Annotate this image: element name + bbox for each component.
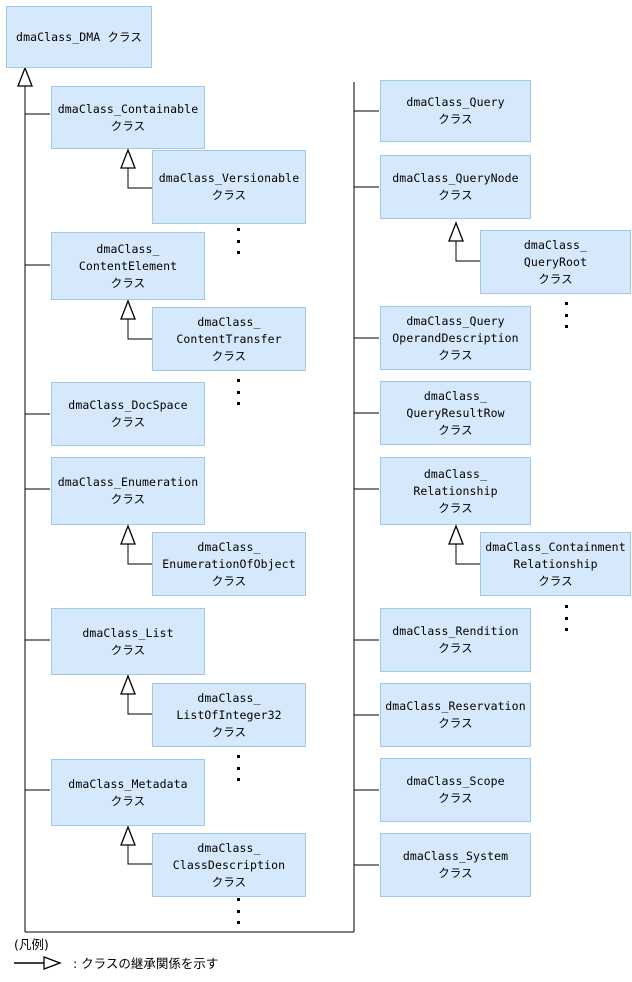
vertical-ellipsis-icon — [236, 898, 241, 924]
generalization-arrow-root — [17, 66, 33, 87]
generalization-arrow-relationship — [448, 524, 464, 545]
conn-enumerationofobject — [127, 525, 152, 565]
class-box-dmaClass_Enumeration[interactable]: dmaClass_Enumeration クラス — [51, 457, 205, 525]
class-box-dmaClass_QueryNode[interactable]: dmaClass_QueryNode クラス — [380, 155, 531, 219]
class-box-dmaClass_ClassDescription[interactable]: dmaClass_ ClassDescription クラス — [152, 833, 306, 897]
legend-title: (凡例) — [14, 937, 49, 952]
class-box-dmaClass_QueryRoot[interactable]: dmaClass_ QueryRoot クラス — [480, 230, 631, 294]
generalization-arrow-icon — [14, 955, 62, 970]
conn-containmentrelationship — [455, 525, 480, 565]
legend-row: : クラスの継承関係を示す — [14, 953, 218, 972]
class-box-dmaClass_Rendition[interactable]: dmaClass_Rendition クラス — [380, 608, 531, 672]
class-box-dmaClass_EnumerationOfObject[interactable]: dmaClass_ EnumerationOfObject クラス — [152, 532, 306, 596]
conn-contenttransfer — [127, 300, 152, 340]
class-box-dmaClass_ContentTransfer[interactable]: dmaClass_ ContentTransfer クラス — [152, 307, 306, 371]
class-box-dmaClass_List[interactable]: dmaClass_List クラス — [51, 608, 205, 675]
class-box-dmaClass_Relationship[interactable]: dmaClass_ Relationship クラス — [380, 457, 531, 525]
class-box-dmaClass_Scope[interactable]: dmaClass_Scope クラス — [380, 758, 531, 822]
conn-classdescription — [127, 826, 152, 865]
generalization-arrow-metadata — [120, 825, 136, 846]
conn-listofinteger32 — [127, 675, 152, 715]
conn-versionable — [127, 149, 152, 189]
class-box-dmaClass_Versionable[interactable]: dmaClass_Versionable クラス — [152, 150, 306, 224]
generalization-arrow-enumeration — [120, 524, 136, 545]
class-box-dmaClass_System[interactable]: dmaClass_System クラス — [380, 833, 531, 897]
vertical-ellipsis-icon — [236, 755, 241, 781]
vertical-ellipsis-icon — [236, 228, 241, 254]
vertical-ellipsis-icon — [236, 379, 241, 405]
class-box-dmaClass_Reservation[interactable]: dmaClass_Reservation クラス — [380, 683, 531, 747]
class-box-dmaClass_Query[interactable]: dmaClass_Query クラス — [380, 80, 531, 142]
generalization-arrow-list — [120, 674, 136, 695]
generalization-arrow-contentelement — [120, 299, 136, 320]
class-box-dmaClass_DMA[interactable]: dmaClass_DMA クラス — [6, 6, 152, 68]
class-box-dmaClass_Containable[interactable]: dmaClass_Containable クラス — [51, 86, 205, 149]
generalization-arrow-querynode — [448, 221, 464, 242]
class-box-dmaClass_ContainmentRelationship[interactable]: dmaClass_Containment Relationship クラス — [480, 532, 631, 596]
vertical-ellipsis-icon — [564, 605, 569, 631]
conn-queryroot — [455, 222, 480, 262]
generalization-arrow-containable — [120, 148, 136, 169]
vertical-ellipsis-icon — [564, 302, 569, 328]
class-box-dmaClass_ContentElement[interactable]: dmaClass_ ContentElement クラス — [51, 232, 205, 300]
class-box-dmaClass_Metadata[interactable]: dmaClass_Metadata クラス — [51, 759, 205, 826]
class-box-dmaClass_DocSpace[interactable]: dmaClass_DocSpace クラス — [51, 382, 205, 446]
class-box-dmaClass_QueryResultRow[interactable]: dmaClass_ QueryResultRow クラス — [380, 381, 531, 445]
legend-description: : クラスの継承関係を示す — [73, 956, 219, 971]
class-box-dmaClass_ListOfInteger32[interactable]: dmaClass_ ListOfInteger32 クラス — [152, 683, 306, 747]
class-box-dmaClass_QueryOperandDescription[interactable]: dmaClass_Query OperandDescription クラス — [380, 306, 531, 370]
